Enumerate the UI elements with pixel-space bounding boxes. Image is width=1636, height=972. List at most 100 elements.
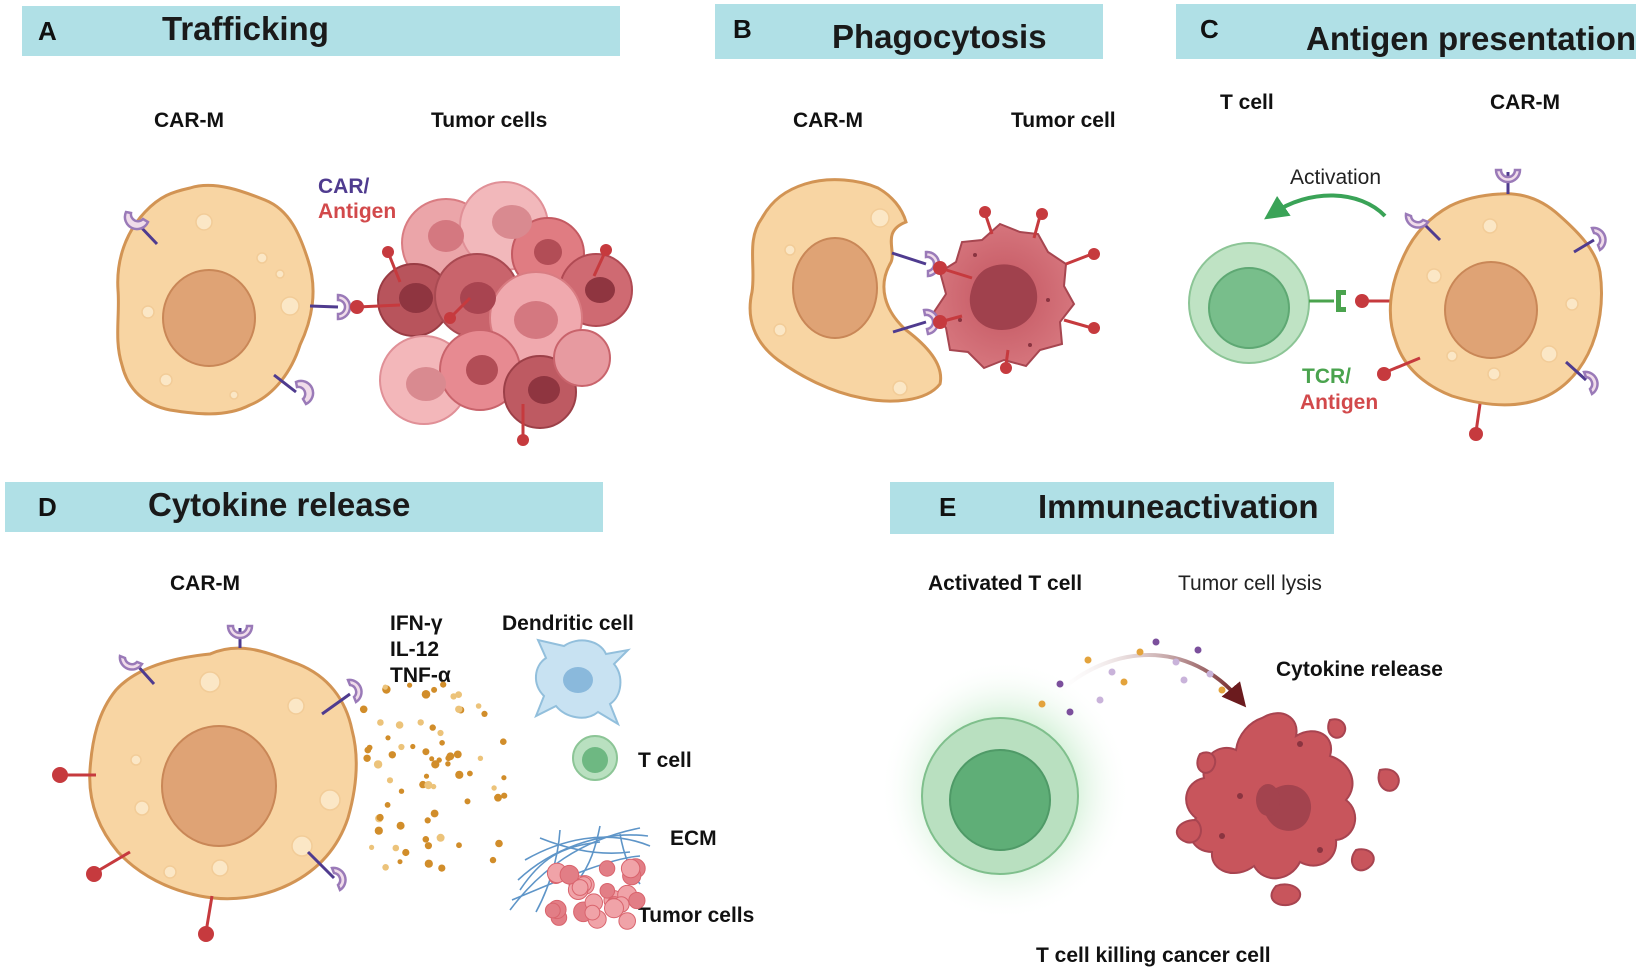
panel-d-tumor-label: Tumor cells bbox=[638, 904, 754, 927]
panel-d-tcell-label: T cell bbox=[638, 749, 692, 772]
cytokine-particle bbox=[456, 842, 462, 849]
cytokine-particle bbox=[424, 817, 431, 824]
cytokine-particle bbox=[489, 856, 497, 864]
cytokine-particle bbox=[417, 719, 424, 726]
panel-e-cytokine-particles bbox=[1038, 638, 1226, 716]
cytokine-particle bbox=[481, 710, 488, 718]
cytokine-particle bbox=[477, 755, 484, 761]
cytokine-particle bbox=[407, 682, 413, 688]
panel-d-carm-label: CAR-M bbox=[170, 572, 240, 595]
cytokine-particle bbox=[363, 754, 371, 762]
panel-e-letter: E bbox=[939, 492, 956, 522]
cytokine-particle bbox=[423, 773, 430, 779]
cytokine-particle bbox=[386, 777, 394, 784]
panel-d-t-cell bbox=[572, 735, 618, 781]
ecm-tumor-cell bbox=[620, 858, 641, 879]
panel-a-banner bbox=[22, 6, 620, 56]
panel-c-tcr-label: TCR/ bbox=[1302, 365, 1351, 388]
cytokine-particle bbox=[431, 686, 438, 693]
cytokine-particle bbox=[382, 864, 389, 871]
cytokine-particle bbox=[500, 738, 507, 745]
panel-d-cytokine-1: IFN-γ bbox=[390, 612, 443, 635]
panel-b-tumor-cell bbox=[932, 222, 1076, 370]
panel-b: B Phagocytosis CAR-M Tumor cell bbox=[715, 4, 1116, 403]
ecm-tumor-cell bbox=[584, 904, 601, 921]
cytokine-particle bbox=[376, 813, 384, 822]
ecm-tumor-cell bbox=[599, 883, 616, 899]
panel-b-car-macrophage bbox=[748, 178, 943, 403]
cytokine-particle bbox=[398, 788, 405, 794]
cytokine-particle bbox=[445, 761, 451, 767]
cytokine-particle bbox=[359, 705, 368, 714]
panel-b-tumor-label: Tumor cell bbox=[1011, 109, 1116, 132]
cytokine-particle bbox=[491, 785, 497, 791]
panel-e-title: Immuneactivation bbox=[1038, 488, 1319, 525]
panel-a-carm-label: CAR-M bbox=[154, 109, 224, 132]
ecm-tumor-cell bbox=[559, 864, 580, 885]
panel-c-car-receptors bbox=[1377, 168, 1607, 441]
ecm-tumor-cell bbox=[544, 902, 561, 919]
cytokine-particle bbox=[1108, 668, 1116, 676]
cytokine-particle bbox=[1096, 696, 1104, 704]
cytokine-particle bbox=[1120, 678, 1128, 686]
panel-b-title: Phagocytosis bbox=[832, 18, 1047, 55]
panel-a-tumor-cluster bbox=[377, 181, 633, 429]
cytokine-particle bbox=[422, 748, 430, 756]
cytokine-particle bbox=[364, 746, 372, 754]
panel-e-banner bbox=[890, 482, 1334, 534]
cytokine-particle bbox=[429, 756, 435, 762]
cytokine-particle bbox=[1056, 680, 1064, 688]
cytokine-particle bbox=[431, 760, 440, 769]
panel-d-title: Cytokine release bbox=[148, 486, 410, 523]
cytokine-particle bbox=[437, 729, 444, 737]
panel-d-dendritic-cell bbox=[534, 638, 631, 727]
panel-d: D Cytokine release CAR-M IFN-γ IL-12 TNF… bbox=[5, 482, 754, 942]
panel-d-letter: D bbox=[38, 492, 57, 522]
cytokine-particle bbox=[398, 743, 405, 751]
panel-c-tcell-label: T cell bbox=[1220, 91, 1274, 114]
panel-e-lysed-tumor-cell bbox=[1175, 712, 1400, 907]
cytokine-particle bbox=[446, 752, 455, 761]
cytokine-particle bbox=[455, 691, 462, 698]
cytokine-particle bbox=[501, 792, 508, 799]
cytokine-particle bbox=[424, 842, 432, 850]
panel-a-car-label: CAR/ bbox=[318, 175, 369, 198]
panel-e-cytokine-arrow bbox=[1048, 653, 1247, 708]
panel-c-activation-arrow bbox=[1264, 193, 1387, 220]
panel-a: A Trafficking CAR-M Tumor cells CAR/ Ant… bbox=[22, 6, 633, 446]
panel-c-banner bbox=[1176, 4, 1636, 59]
panel-d-receptors bbox=[52, 624, 363, 942]
cytokine-particle bbox=[1152, 638, 1160, 646]
cytokine-particle bbox=[1038, 700, 1046, 708]
panel-c: C Antigen presentation T cell CAR-M Acti… bbox=[1176, 4, 1636, 441]
panel-b-carm-label: CAR-M bbox=[793, 109, 863, 132]
panel-e-lysis-label: Tumor cell lysis bbox=[1178, 572, 1322, 595]
cytokine-particle bbox=[455, 770, 464, 779]
cytokine-particle bbox=[395, 721, 404, 729]
panel-c-carm-label: CAR-M bbox=[1490, 91, 1560, 114]
cytokine-particle bbox=[422, 836, 430, 843]
cytokine-particle bbox=[1084, 656, 1092, 664]
cytokine-particle bbox=[1172, 658, 1180, 666]
panel-a-car-receptor bbox=[123, 210, 352, 406]
cytokine-particle bbox=[377, 719, 384, 726]
panel-b-letter: B bbox=[733, 14, 752, 44]
panel-a-tumor-label: Tumor cells bbox=[431, 109, 547, 132]
cytokine-particle bbox=[396, 821, 405, 830]
ecm-tumor-cell bbox=[598, 860, 616, 877]
panel-e-activated-label: Activated T cell bbox=[928, 572, 1082, 595]
cytokine-particle bbox=[424, 781, 433, 790]
panel-e: E Immuneactivation Activated T cell Tumo… bbox=[880, 482, 1443, 967]
cytokine-particle bbox=[475, 703, 482, 709]
panel-c-car-macrophage bbox=[1388, 192, 1603, 407]
cytokine-particle bbox=[1218, 686, 1226, 694]
ecm-tumor-cell bbox=[604, 898, 624, 919]
panel-c-tcr-antigen-synapse bbox=[1309, 290, 1396, 312]
cytokine-particle bbox=[439, 740, 445, 746]
cytokine-particle bbox=[453, 750, 462, 759]
cytokine-particle bbox=[392, 844, 400, 852]
cytokine-particle bbox=[388, 751, 396, 759]
cytokine-particle bbox=[438, 864, 446, 872]
panel-a-antigens bbox=[350, 244, 612, 446]
